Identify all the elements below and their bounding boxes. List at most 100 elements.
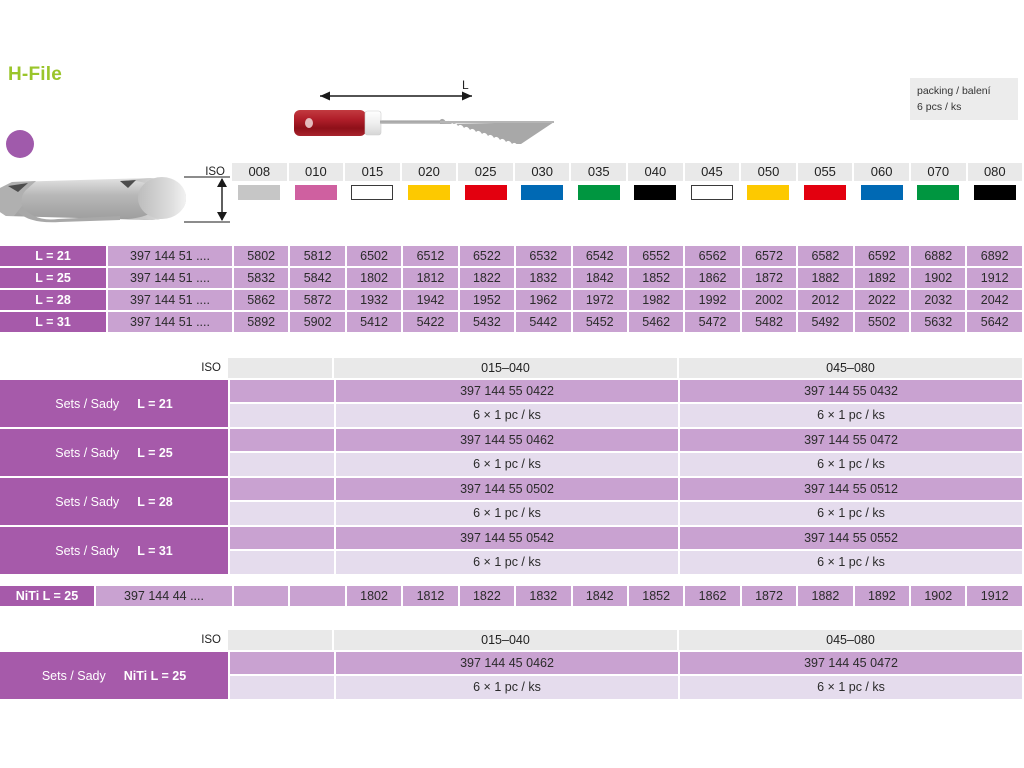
iso-color-swatch-020 [408, 185, 451, 200]
order-number-cell: 5842 [290, 268, 345, 288]
order-number-cell: 2022 [854, 290, 910, 310]
file-tip-cross-section-illustration [0, 176, 230, 223]
iso-swatch-wrap-015 [345, 185, 400, 205]
sets-order-code: 397 144 55 0502 [336, 478, 678, 500]
shaft [380, 120, 440, 124]
niti-order-number-cell [290, 586, 345, 606]
sets-order-code: 397 144 55 0422 [336, 380, 678, 402]
diameter-arrow-down [217, 212, 227, 221]
sets-pack-quantity: 6 × 1 pc / ks [680, 551, 1022, 574]
iso-size-035: 035 [571, 163, 627, 181]
order-number-cell: 5452 [572, 312, 627, 332]
order-number-cell: 1902 [911, 268, 966, 288]
order-number-cell: 2002 [741, 290, 797, 310]
page-title: H-File [8, 64, 62, 85]
niti-order-number-cell: 1902 [911, 586, 966, 606]
order-number-cell: 6552 [628, 246, 684, 266]
order-number-cell: 5872 [290, 290, 345, 310]
sets-pack-spacer [230, 404, 334, 427]
niti-order-number-cell: 1862 [685, 586, 740, 606]
sets-range-header: 015–040 [334, 630, 677, 650]
niti-order-number-cell: 1892 [854, 586, 910, 606]
iso-color-swatch-025 [464, 185, 507, 200]
order-number-cell: 5432 [459, 312, 515, 332]
order-number-cell: 6532 [516, 246, 571, 266]
row-length-label: L = 21 [0, 246, 106, 266]
order-number-cell: 6592 [854, 246, 910, 266]
iso-color-swatch-015 [351, 185, 394, 200]
iso-color-swatch-050 [747, 185, 790, 200]
sets-order-code: 397 144 55 0542 [336, 527, 678, 549]
iso-size-045: 045 [684, 163, 740, 181]
order-number-cell: 1872 [741, 268, 797, 288]
sets-pack-quantity: 6 × 1 pc / ks [336, 404, 678, 427]
niti-order-number-cell: 1852 [628, 586, 684, 606]
iso-color-swatch-010 [294, 185, 337, 200]
order-number-cell: 1842 [572, 268, 627, 288]
sets-order-code: 397 144 55 0432 [680, 380, 1022, 402]
order-number-cell: 5812 [290, 246, 345, 266]
sets-label-length: L = 28 [137, 494, 173, 509]
order-number-cell: 6512 [403, 246, 458, 266]
order-number-cell: 5832 [234, 268, 289, 288]
iso-size-025: 025 [458, 163, 513, 181]
row-length-label: L = 25 [0, 268, 106, 288]
sets-iso-label: ISO [201, 634, 221, 646]
order-number-cell: 1822 [459, 268, 515, 288]
handle [294, 110, 366, 136]
iso-size-050: 050 [741, 163, 796, 181]
iso-swatch-wrap-008 [232, 185, 287, 205]
sets-label-text: Sets / Sady [55, 543, 120, 558]
packing-info-box: packing / balení 6 pcs / ks [910, 78, 1018, 120]
row-order-code: 397 144 51 .... [108, 290, 232, 310]
sets-pack-spacer [230, 502, 334, 525]
iso-color-swatch-040 [634, 185, 677, 200]
iso-size-020: 020 [401, 163, 457, 181]
order-number-cell: 5412 [346, 312, 402, 332]
sets-order-code: 397 144 55 0512 [680, 478, 1022, 500]
order-number-cell: 6502 [346, 246, 402, 266]
iso-color-swatch-055 [804, 185, 847, 200]
sets-header-spacer [228, 630, 332, 650]
file-flute-2 [18, 206, 120, 223]
swatch-row-spacer [0, 185, 232, 205]
iso-color-swatch-030 [521, 185, 564, 200]
order-number-cell: 6522 [459, 246, 515, 266]
order-number-cell: 5472 [685, 312, 740, 332]
niti-order-number-cell: 1812 [403, 586, 458, 606]
order-number-cell: 5502 [854, 312, 910, 332]
order-number-cell: 1932 [346, 290, 402, 310]
order-number-cell: 1912 [967, 268, 1022, 288]
iso-size-015: 015 [345, 163, 400, 181]
order-number-cell: 2042 [967, 290, 1022, 310]
sets-code-spacer [230, 652, 334, 674]
niti-order-number-cell: 1802 [346, 586, 402, 606]
iso-swatch-wrap-010 [289, 185, 344, 205]
iso-size-030: 030 [514, 163, 570, 181]
row-order-code: 397 144 51 .... [108, 312, 232, 332]
sets-label-length: L = 21 [137, 396, 173, 411]
order-number-cell: 5482 [741, 312, 797, 332]
row-order-code: 397 144 51 .... [108, 246, 232, 266]
niti-order-number-cell: 1842 [572, 586, 627, 606]
sets-pack-quantity: 6 × 1 pc / ks [336, 551, 678, 574]
sets-range-header: 015–040 [334, 358, 677, 378]
sets-order-code: 397 144 45 0472 [680, 652, 1022, 674]
iso-swatch-wrap-030 [515, 185, 570, 205]
diameter-arrow-up [217, 178, 227, 187]
